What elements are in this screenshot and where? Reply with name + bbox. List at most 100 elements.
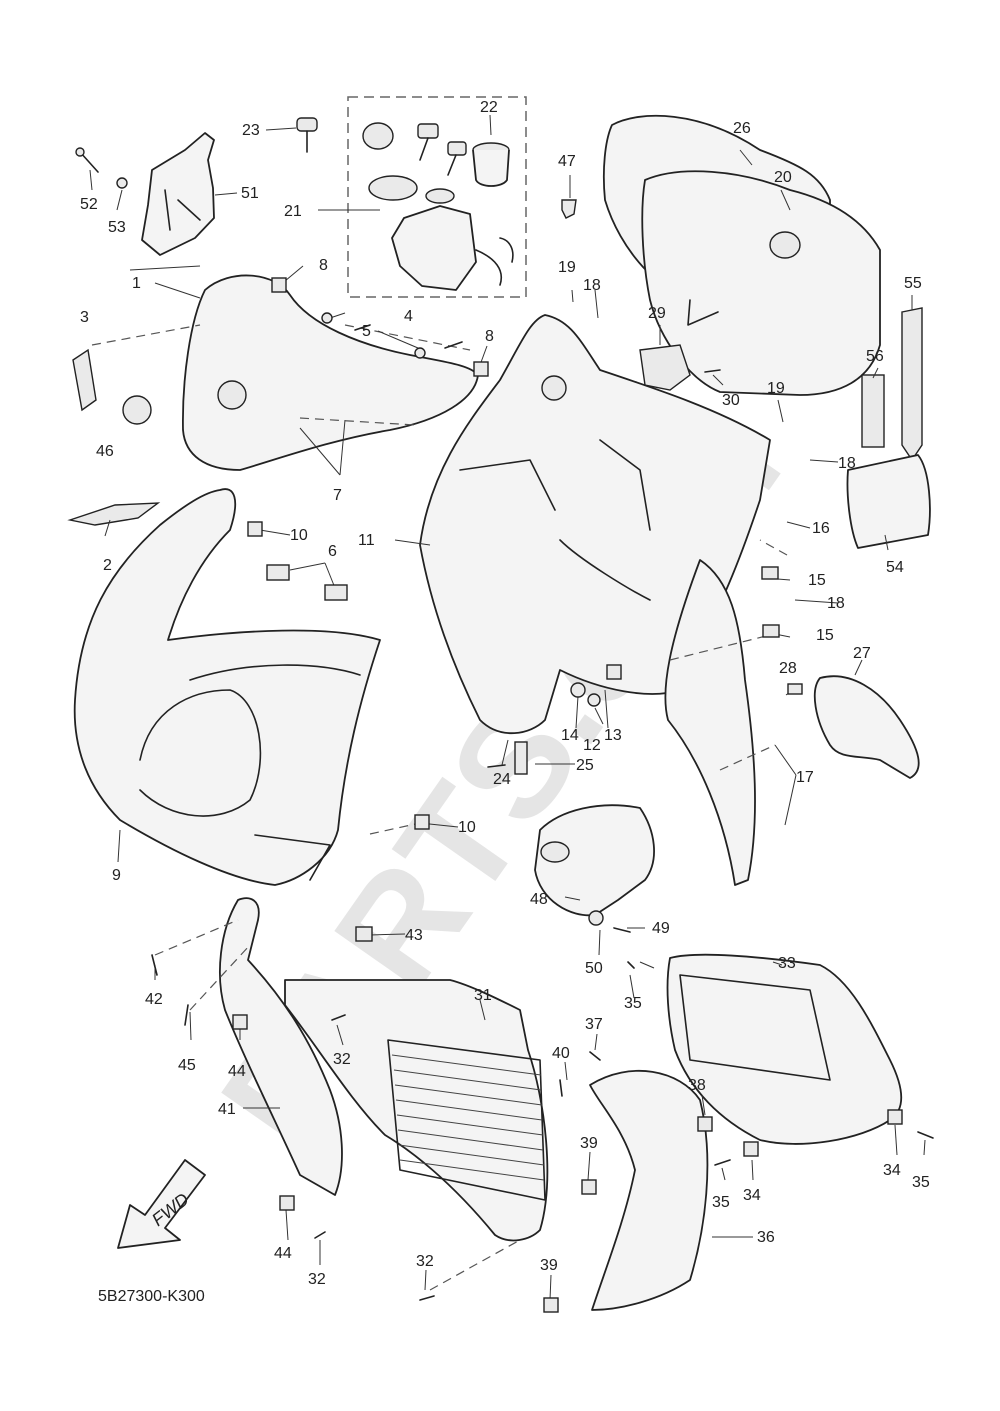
bracket-part-29 — [639, 344, 691, 391]
callout-45: 45 — [178, 1057, 196, 1074]
panel-part-20 — [641, 170, 881, 396]
callout-16: 16 — [812, 520, 830, 537]
callout-7: 7 — [333, 487, 342, 504]
front-upper-cover-part-1 — [182, 274, 479, 471]
callout-12: 12 — [583, 737, 601, 754]
callout-35-b: 35 — [712, 1194, 730, 1211]
washer-part-5 — [321, 312, 333, 324]
callout-labels: 1 2 3 4 5 6 7 8 8 9 10 10 11 12 13 14 15… — [80, 99, 930, 1288]
panel-part-54 — [846, 454, 931, 549]
callout-53: 53 — [108, 219, 126, 236]
callout-10-b: 10 — [458, 819, 476, 836]
callout-13: 13 — [604, 727, 622, 744]
callout-25: 25 — [576, 757, 594, 774]
callout-19-b: 19 — [767, 380, 785, 397]
nut-part-43 — [355, 926, 373, 942]
callout-6: 6 — [328, 543, 337, 560]
bracket-part-51 — [141, 132, 215, 256]
callout-52: 52 — [80, 196, 98, 213]
callout-17: 17 — [796, 769, 814, 786]
callout-50: 50 — [585, 960, 603, 977]
callout-39-b: 39 — [540, 1257, 558, 1274]
cover-part-27 — [813, 675, 920, 779]
screw-part-4 — [444, 341, 463, 349]
callout-29: 29 — [648, 305, 666, 322]
forward-arrow: FWD — [117, 1159, 206, 1249]
front-cover-part-9 — [73, 488, 381, 886]
callout-1: 1 — [132, 275, 141, 292]
callout-49: 49 — [652, 920, 670, 937]
callout-31: 31 — [474, 987, 492, 1004]
callout-30: 30 — [722, 392, 740, 409]
callout-14: 14 — [561, 727, 579, 744]
screw-part-24 — [487, 764, 506, 768]
clip-part-28 — [787, 683, 803, 695]
callout-11: 11 — [358, 532, 375, 549]
callout-32-a: 32 — [333, 1051, 351, 1068]
callout-35-c: 35 — [912, 1174, 930, 1191]
screw-part-52 — [75, 147, 99, 173]
callout-37: 37 — [585, 1016, 603, 1033]
callout-32-b: 32 — [308, 1271, 326, 1288]
screw-part-49 — [613, 927, 631, 933]
callout-34-a: 34 — [883, 1162, 901, 1179]
callout-8-b: 8 — [485, 328, 494, 345]
callout-42: 42 — [145, 991, 163, 1008]
key-switch-part-21 — [362, 122, 514, 291]
strip-part-56 — [861, 374, 885, 448]
callout-54: 54 — [886, 559, 904, 576]
nut-part-39 — [543, 1297, 559, 1313]
callout-18-a: 18 — [583, 277, 601, 294]
screw-part-35 — [627, 961, 635, 969]
callout-48: 48 — [530, 891, 548, 908]
callout-55: 55 — [904, 275, 922, 292]
callout-43: 43 — [405, 927, 423, 944]
callout-19-a: 19 — [558, 259, 576, 276]
callout-4: 4 — [404, 308, 413, 325]
nut-part-34 — [887, 1109, 903, 1125]
nut-part-10 — [247, 521, 263, 537]
lower-cover-part-31 — [284, 979, 549, 1242]
callout-56: 56 — [866, 348, 884, 365]
nut-part-10 — [414, 814, 430, 830]
callout-15-b: 15 — [816, 627, 834, 644]
callout-22: 22 — [480, 99, 498, 116]
screw-part-4 — [354, 324, 371, 331]
nut-part-13 — [606, 664, 622, 680]
callout-44-b: 44 — [274, 1245, 292, 1262]
nut-part-15 — [762, 624, 780, 638]
screw-part-30 — [704, 369, 721, 373]
grille — [387, 1039, 546, 1201]
hardware — [151, 277, 934, 1313]
clip-part-47 — [561, 199, 577, 219]
callout-38: 38 — [688, 1077, 706, 1094]
screw-part-32 — [331, 1014, 346, 1021]
nut-part-34 — [743, 1141, 759, 1157]
nut-part-38 — [697, 1116, 713, 1132]
nut-part-39 — [581, 1179, 597, 1195]
callout-24: 24 — [493, 771, 511, 788]
callout-41: 41 — [218, 1101, 236, 1118]
pad-part-6 — [324, 584, 348, 601]
callout-27: 27 — [853, 645, 871, 662]
callout-10-a: 10 — [290, 527, 308, 544]
callout-39-a: 39 — [580, 1135, 598, 1152]
key-set-group-box — [347, 96, 527, 298]
screw-part-35 — [917, 1131, 934, 1139]
side-panel-part-17 — [664, 559, 756, 886]
callout-26: 26 — [733, 120, 751, 137]
washer-part-14 — [570, 682, 586, 698]
callout-2: 2 — [103, 557, 112, 574]
bracket-part-48 — [534, 804, 655, 917]
panel-part-36 — [589, 1069, 709, 1311]
callout-15-a: 15 — [808, 572, 826, 589]
plate-part-25 — [514, 741, 528, 775]
callout-9: 9 — [112, 867, 121, 884]
decal-part-3 — [72, 348, 97, 412]
callout-47: 47 — [558, 153, 576, 170]
callout-20: 20 — [774, 169, 792, 186]
screw-part-32 — [314, 1231, 326, 1239]
callout-34-b: 34 — [743, 1187, 761, 1204]
callout-18-c: 18 — [827, 595, 845, 612]
